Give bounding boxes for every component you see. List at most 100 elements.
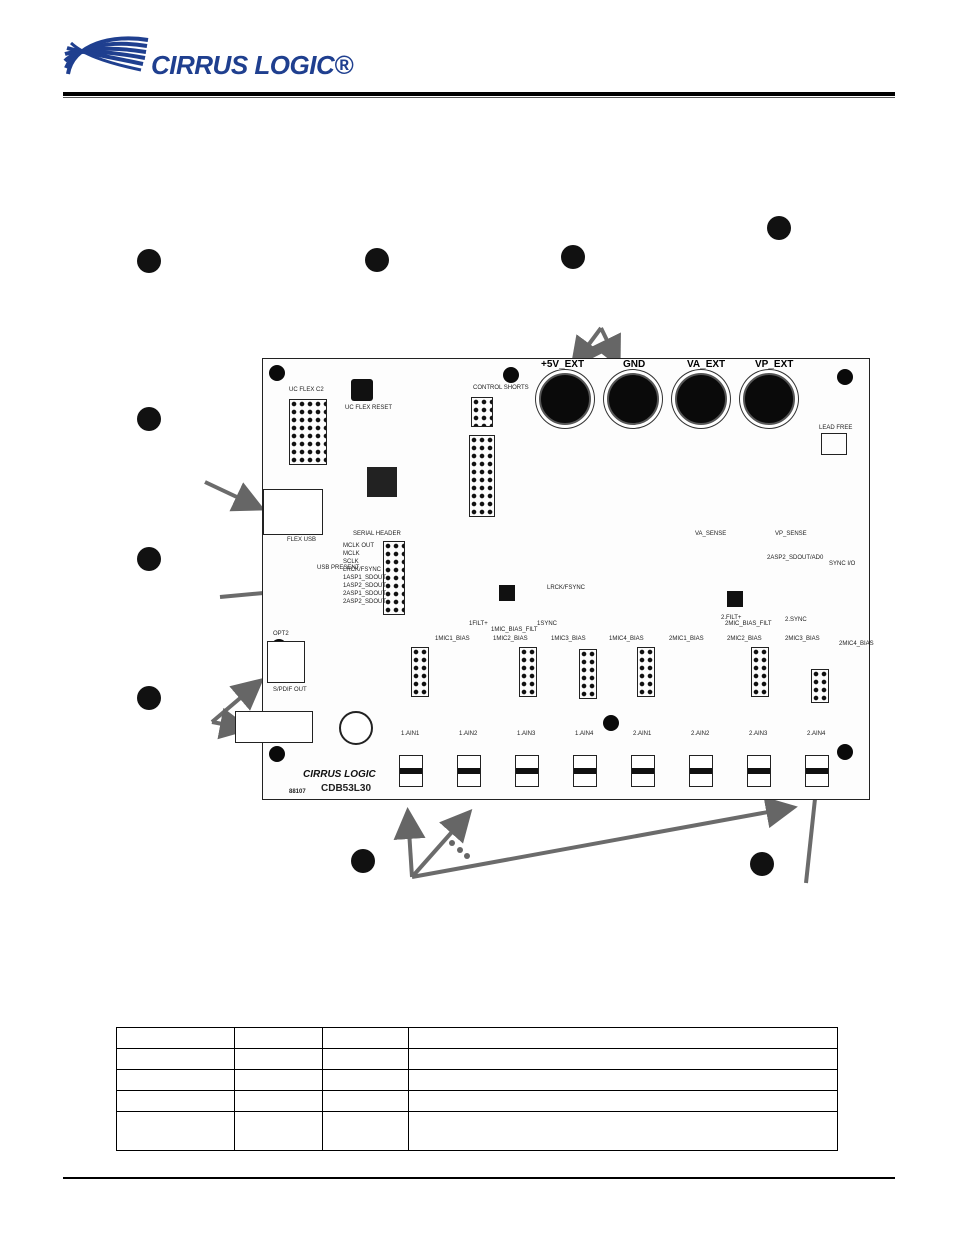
mic-bias-label: 1MIC2_BIAS xyxy=(493,636,528,642)
silk-lead-free: LEAD FREE xyxy=(819,425,853,431)
silk-sync1: 1SYNC xyxy=(537,621,558,627)
mic-bias-label: 1MIC4_BIAS xyxy=(609,636,644,642)
optical-output[interactable] xyxy=(267,641,305,683)
analog-input-jack[interactable] xyxy=(747,755,771,787)
mounting-hole xyxy=(837,369,853,385)
control-port-header[interactable] xyxy=(469,435,495,517)
silk-control-shorts: CONTROL SHORTS xyxy=(473,385,529,391)
uc-flex-header[interactable] xyxy=(289,399,327,465)
silk-mic-bias-filt: 1MIC_BIAS_FILT xyxy=(491,627,538,633)
input-header[interactable] xyxy=(751,647,769,697)
coax-output[interactable] xyxy=(235,711,313,743)
lead-free-mark xyxy=(821,433,847,455)
jack-label: +5V_EXT xyxy=(541,359,585,370)
ain-label: 2.AIN4 xyxy=(807,731,826,737)
header-logo: CIRRUS LOGIC® xyxy=(63,32,353,88)
evaluation-board: +5V_EXT GND VA_EXT VP_EXT UC FLEX C2 UC … xyxy=(235,358,874,800)
mounting-hole xyxy=(269,365,285,381)
silk-uc-flex-c2: UC FLEX C2 xyxy=(289,387,324,393)
usb-connector[interactable] xyxy=(263,489,323,535)
serial-pin-label: 2ASP1_SDOUT xyxy=(343,591,387,597)
ain-label: 1.AIN2 xyxy=(459,731,478,737)
silk-filt1: 1FILT+ xyxy=(469,621,488,627)
silk-vp-sense: VP_SENSE xyxy=(775,531,807,537)
board-logo-text: CIRRUS LOGIC xyxy=(303,769,376,780)
analog-input-jack[interactable] xyxy=(457,755,481,787)
jack-label: VA_EXT xyxy=(687,359,726,370)
callout-marker xyxy=(767,216,791,240)
ain-label: 2.AIN3 xyxy=(749,731,768,737)
input-header[interactable] xyxy=(411,647,429,697)
footer-rule xyxy=(63,1177,895,1179)
header-rule xyxy=(63,92,895,96)
reset-button[interactable] xyxy=(351,379,373,401)
silk-mic-bias-filt2: 2MIC_BIAS_FILT xyxy=(725,621,772,627)
power-jack-gnd[interactable] xyxy=(607,373,659,425)
serial-pin-label: MCLK xyxy=(343,551,360,557)
silk-usb-present: USB PRESENT xyxy=(317,565,360,571)
callout-marker xyxy=(137,249,161,273)
power-jack-va[interactable] xyxy=(675,373,727,425)
ain-label: 1.AIN1 xyxy=(401,731,420,737)
analog-input-jack[interactable] xyxy=(515,755,539,787)
analog-input-jack[interactable] xyxy=(689,755,713,787)
serial-pin-label: 1ASP2_SDOUT xyxy=(343,583,387,589)
codec-chip-2 xyxy=(727,591,743,607)
serial-pin-label: SCLK xyxy=(343,559,359,565)
callout-marker xyxy=(750,852,774,876)
ain-label: 2.AIN2 xyxy=(691,731,710,737)
mic-bias-label: 2MIC1_BIAS xyxy=(669,636,704,642)
callout-marker xyxy=(351,849,375,873)
silk-opt2: OPT2 xyxy=(273,631,289,637)
callout-marker xyxy=(561,245,585,269)
jack-label: GND xyxy=(623,359,646,370)
input-header[interactable] xyxy=(579,649,597,699)
mounting-hole xyxy=(503,367,519,383)
power-jack-vp[interactable] xyxy=(743,373,795,425)
silk-spdif-out: S/PDIF OUT xyxy=(273,687,307,693)
cirrus-logo-icon xyxy=(63,36,149,75)
callout-marker xyxy=(137,547,161,571)
callout-marker xyxy=(137,686,161,710)
mic-bias-label: 2MIC4_BIAS xyxy=(839,641,874,647)
serial-pin-label: 1ASP1_SDOUT xyxy=(343,575,387,581)
ain-label: 1.AIN3 xyxy=(517,731,536,737)
silk-lrck-fsync: LRCK/FSYNC xyxy=(547,585,586,591)
analog-input-jack[interactable] xyxy=(631,755,655,787)
rotary-switch[interactable] xyxy=(339,711,373,745)
serial-header[interactable] xyxy=(383,541,405,615)
analog-input-jack[interactable] xyxy=(805,755,829,787)
control-shorts-header[interactable] xyxy=(471,397,493,427)
header-rule-thin xyxy=(63,97,895,98)
input-header[interactable] xyxy=(811,669,829,703)
mic-bias-label: 1MIC1_BIAS xyxy=(435,636,470,642)
silk-asp2-sdout: 2ASP2_SDOUT/AD0 xyxy=(767,555,824,561)
silk-va-sense: VA_SENSE xyxy=(695,531,727,537)
mic-bias-label: 2MIC2_BIAS xyxy=(727,636,762,642)
table-row xyxy=(116,1068,838,1091)
board-id: 88107 xyxy=(289,789,306,795)
analog-input-jack[interactable] xyxy=(573,755,597,787)
serial-pin-label: LRCK/FSYNC xyxy=(343,567,382,573)
power-jack-5v[interactable] xyxy=(539,373,591,425)
ain-label: 1.AIN4 xyxy=(575,731,594,737)
mounting-hole xyxy=(269,746,285,762)
mic-bias-label: 1MIC3_BIAS xyxy=(551,636,586,642)
serial-pin-label: MCLK OUT xyxy=(343,543,375,549)
mic-bias-label: 2MIC3_BIAS xyxy=(785,636,820,642)
mounting-hole xyxy=(837,744,853,760)
input-header[interactable] xyxy=(637,647,655,697)
callout-marker xyxy=(365,248,389,272)
silk-filt2: 2.FILT+ xyxy=(721,615,742,621)
analog-input-jack[interactable] xyxy=(399,755,423,787)
microcontroller-chip xyxy=(367,467,397,497)
mounting-hole xyxy=(603,715,619,731)
silk-sync-io: SYNC I/O xyxy=(829,561,856,567)
table-row xyxy=(116,1027,838,1049)
reference-table xyxy=(116,1027,838,1151)
silk-uc-flex-reset: UC FLEX RESET xyxy=(345,405,393,411)
table-row xyxy=(116,1110,838,1151)
silk-flex-usb: FLEX USB xyxy=(287,537,317,543)
input-header[interactable] xyxy=(519,647,537,697)
table-row xyxy=(116,1089,838,1112)
